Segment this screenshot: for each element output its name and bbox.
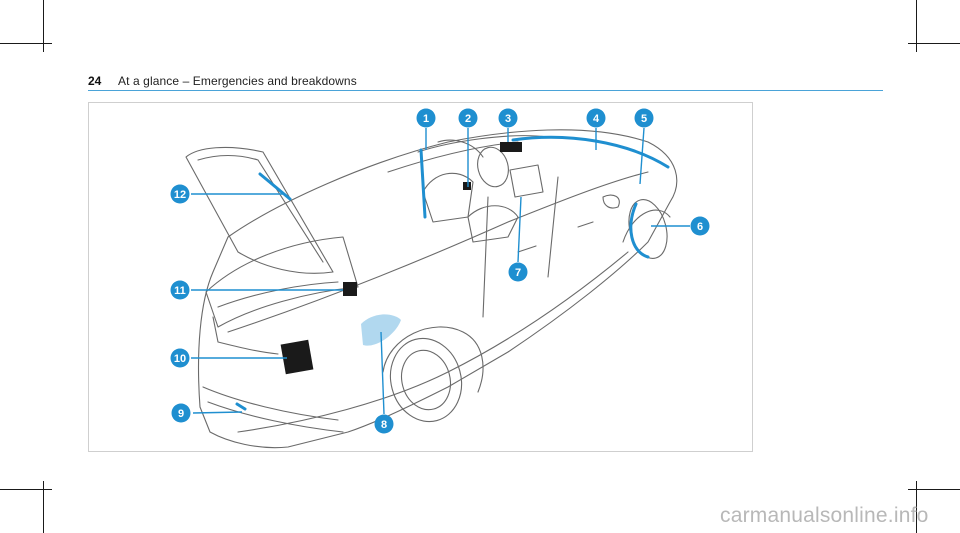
callout-11: 11 (170, 280, 190, 300)
highlight-roof-rail (511, 135, 670, 169)
car-body-outline (197, 129, 678, 449)
callout-label: 3 (505, 113, 511, 125)
callout-label: 5 (641, 113, 647, 125)
crop-mark-bottom-right-h (908, 489, 960, 490)
car-illustration: 1 2 3 4 5 6 7 8 9 10 11 12 (170, 108, 710, 449)
callout-12: 12 (170, 184, 190, 204)
callout-1: 1 (416, 108, 436, 128)
crop-mark-bottom-left-v (43, 481, 44, 533)
callout-label: 8 (381, 419, 387, 431)
figure-frame (88, 102, 753, 452)
callout-label: 6 (697, 221, 703, 233)
crop-mark-top-left-v (43, 0, 44, 52)
trunk-lid (185, 146, 334, 274)
callout-3: 3 (498, 108, 518, 128)
crop-mark-top-left-h (0, 43, 52, 44)
callout-label: 7 (515, 267, 521, 279)
callout-10: 10 (170, 348, 190, 368)
crop-mark-top-right-h (908, 43, 960, 44)
header-rule (88, 90, 883, 91)
crop-mark-bottom-left-h (0, 489, 52, 490)
callout-9: 9 (171, 403, 191, 423)
callout-2: 2 (458, 108, 478, 128)
leader-line-9 (192, 411, 243, 414)
leader-line-8 (380, 331, 385, 415)
callout-7: 7 (508, 262, 528, 282)
leader-line-7 (517, 196, 522, 263)
crop-mark-top-right-v (916, 0, 917, 52)
leader-line-5 (639, 127, 645, 185)
callout-label: 4 (593, 113, 600, 125)
callout-label: 11 (174, 285, 186, 297)
highlight-trunk-box (280, 339, 314, 375)
highlight-rear-bumper (235, 402, 247, 411)
highlight-console-unit (500, 142, 522, 152)
crop-mark-bottom-right-v (916, 481, 917, 533)
callout-5: 5 (634, 108, 654, 128)
page-header: 24 At a glance – Emergencies and breakdo… (88, 70, 883, 91)
callout-label: 10 (174, 353, 186, 365)
page-number: 24 (88, 74, 102, 88)
callout-label: 12 (174, 189, 186, 201)
callout-label: 9 (178, 408, 184, 420)
section-title: At a glance – Emergencies and breakdowns (118, 74, 357, 88)
highlight-front-wheel (629, 202, 650, 259)
callout-6: 6 (690, 216, 710, 236)
callout-4: 4 (586, 108, 606, 128)
highlight-a-pillar (419, 148, 427, 219)
highlight-fuel-flap (361, 314, 401, 346)
callout-label: 1 (423, 113, 429, 125)
watermark: carmanualsonline.info (720, 504, 929, 527)
highlight-trunk-lid-handle (258, 172, 292, 201)
highlight-seat-panel (463, 182, 471, 190)
highlight-trunk-latch (343, 282, 357, 296)
callout-8: 8 (374, 414, 394, 434)
callout-label: 2 (465, 113, 471, 125)
